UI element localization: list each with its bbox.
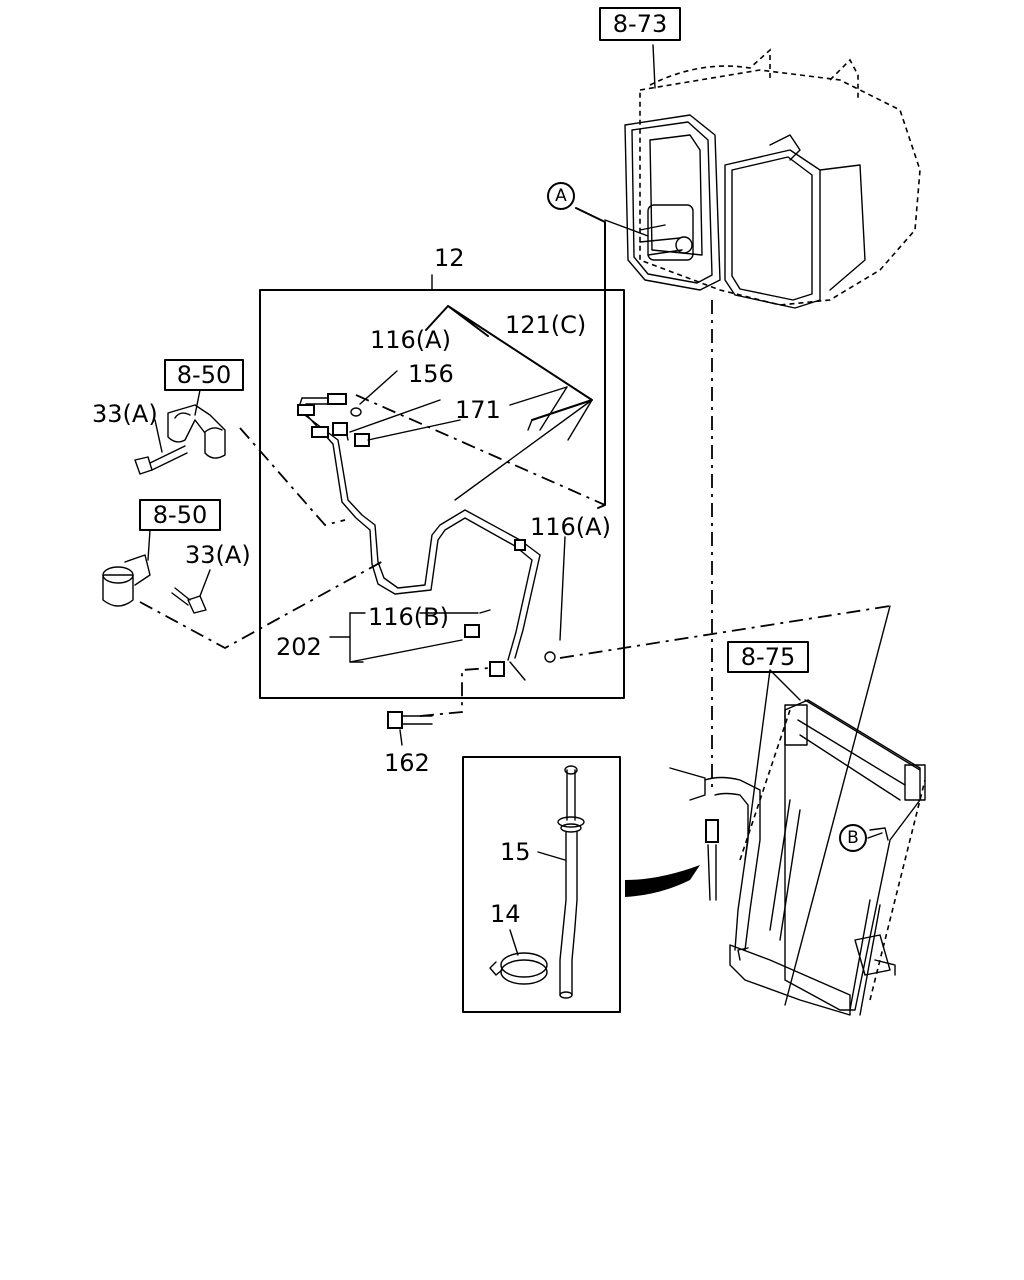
cap-171 (354, 433, 370, 447)
evaporator-unit (624, 48, 921, 309)
kit-frame-12 (259, 289, 625, 699)
receiver-pipe-15 (557, 765, 585, 999)
part-15-label: 15 (500, 838, 531, 866)
callout-circle-b (839, 824, 867, 852)
ref-8-75-text: 8-75 (741, 643, 795, 671)
cap-156 (332, 422, 348, 436)
ref-8-50-top-text: 8-50 (177, 361, 231, 389)
part-116A-right-label: 116(A) (530, 513, 611, 541)
bolt-33A-top (134, 445, 188, 475)
bracket-bottom (102, 554, 151, 607)
bolt-33A-bottom (171, 587, 207, 614)
ref-8-73-text: 8-73 (613, 10, 667, 38)
clamp-14 (489, 952, 548, 985)
part-14-label: 14 (490, 900, 521, 928)
bolt-162 (387, 711, 433, 729)
part-202-label: 202 (276, 633, 322, 661)
part-116B-label: 116(B) (368, 603, 449, 631)
bracket-top (167, 404, 226, 459)
callout-circle-a (547, 182, 575, 210)
detail-box-receiver (462, 756, 621, 1013)
ref-box-8-75 (727, 641, 809, 673)
part-156-label: 156 (408, 360, 454, 388)
part-12-label: 12 (434, 244, 465, 272)
ref-box-8-73 (599, 7, 681, 41)
detail-pointer (625, 865, 700, 897)
part-33A-top-label: 33(A) (92, 400, 158, 428)
part-33A-bottom-label: 33(A) (185, 541, 251, 569)
part-121C-label: 121(C) (505, 311, 586, 339)
part-116A-top-label: 116(A) (370, 326, 451, 354)
ref-8-50-bottom-text: 8-50 (153, 501, 207, 529)
part-171-label: 171 (455, 396, 501, 424)
pipe-assembly-12 (297, 393, 541, 681)
o-ring-116A-top (350, 407, 362, 417)
callout-a-text: A (555, 186, 567, 206)
ref-box-8-50-top (164, 359, 244, 391)
valve-202 (464, 624, 480, 638)
o-ring-116A-right (544, 651, 556, 663)
part-162-label: 162 (384, 749, 430, 777)
callout-b-text: B (847, 828, 859, 848)
ref-box-8-50-bottom (139, 499, 221, 531)
condenser-unit (669, 699, 926, 1016)
o-ring-116B (479, 609, 491, 614)
